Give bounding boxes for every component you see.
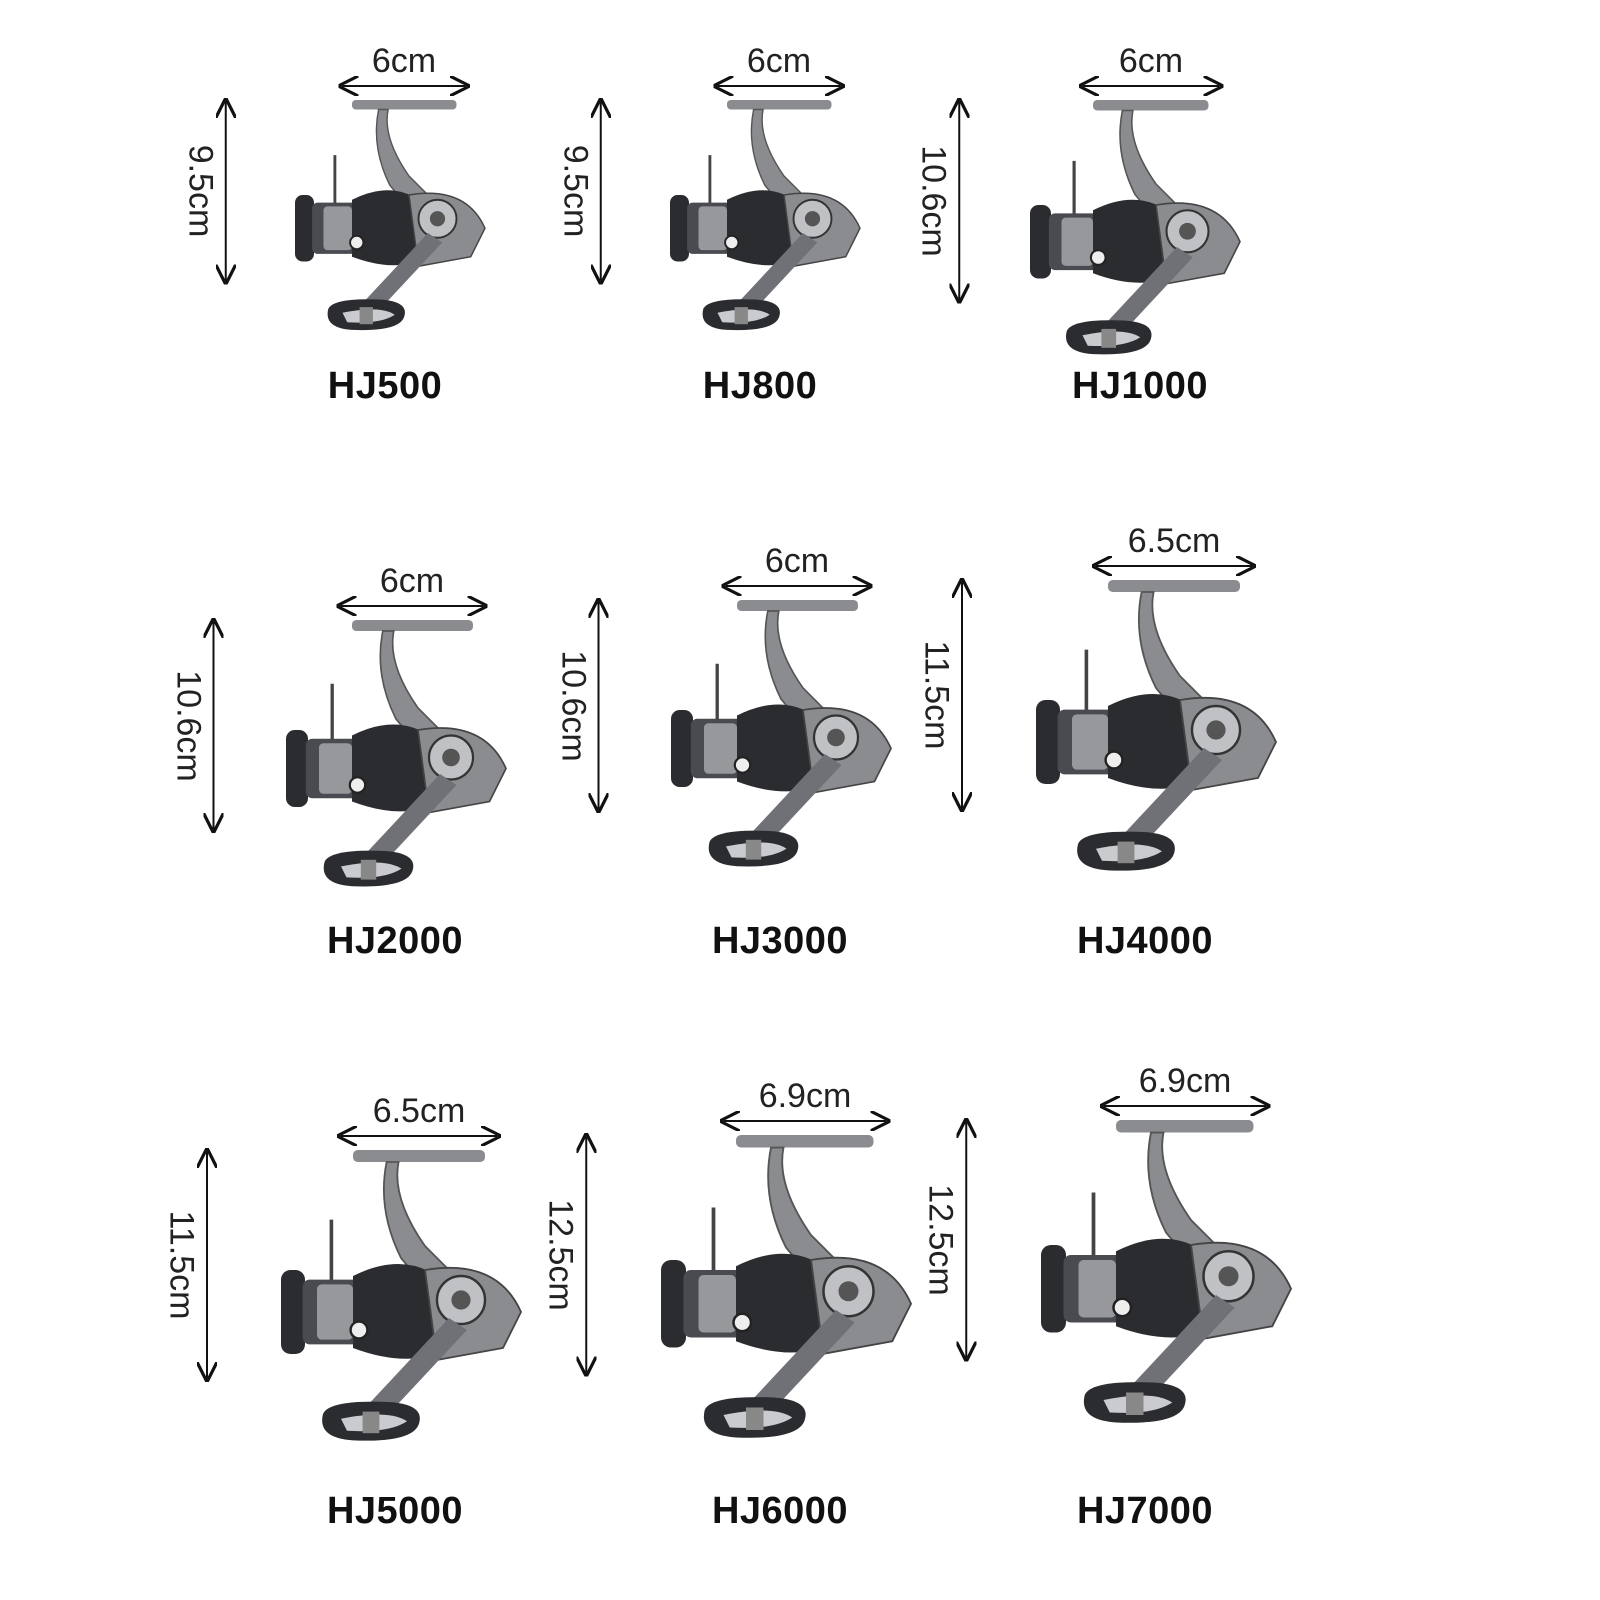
model-name: HJ4000 [1076, 920, 1214, 962]
height-label: 10.6cm [914, 145, 953, 257]
spinning-reel-icon [1041, 1120, 1293, 1423]
height-label: 10.6cm [169, 669, 207, 782]
height-label: 10.6cm [554, 649, 592, 762]
height-label: 11.5cm [917, 640, 956, 750]
spinning-reel-icon [285, 620, 507, 887]
spinning-reel-icon [670, 600, 892, 867]
height-label: 9.5cm [556, 144, 595, 238]
model-name: HJ3000 [711, 920, 849, 962]
reel-image [264, 620, 550, 922]
model-name: HJ2000 [326, 920, 464, 962]
reel-image [651, 100, 898, 362]
reel-image [1012, 580, 1324, 909]
reel-image [1009, 100, 1282, 389]
width-label: 6cm [1118, 42, 1184, 80]
model-name: HJ1000 [1071, 365, 1209, 407]
width-label: 6.5cm [372, 1092, 466, 1130]
height-label: 12.5cm [541, 1199, 580, 1311]
width-label: 6cm [764, 542, 830, 580]
width-label: 6cm [371, 42, 437, 80]
reel-image [257, 1150, 569, 1479]
height-label: 12.5cm [921, 1184, 960, 1296]
model-name: HJ6000 [711, 1490, 849, 1532]
reel-image [636, 1135, 961, 1478]
width-label: 6.5cm [1127, 522, 1221, 560]
width-label: 6.9cm [758, 1077, 852, 1115]
height-label: 11.5cm [162, 1210, 201, 1320]
spinning-reel-icon [281, 1150, 522, 1441]
spinning-reel-icon [1030, 100, 1242, 355]
model-name: HJ5000 [326, 1490, 464, 1532]
reel-image [1016, 1120, 1341, 1463]
width-label: 6.9cm [1138, 1062, 1232, 1100]
height-label: 9.5cm [181, 144, 220, 238]
reel-image [276, 100, 523, 362]
model-name: HJ800 [702, 365, 818, 407]
spinning-reel-icon [1036, 580, 1277, 871]
width-label: 6cm [746, 42, 812, 80]
width-label: 6cm [379, 562, 445, 600]
reel-image [649, 600, 935, 902]
spinning-reel-icon [669, 100, 861, 331]
spinning-reel-icon [661, 1135, 913, 1438]
model-name: HJ7000 [1076, 1490, 1214, 1532]
model-name: HJ500 [327, 365, 443, 407]
spinning-reel-icon [294, 100, 486, 331]
